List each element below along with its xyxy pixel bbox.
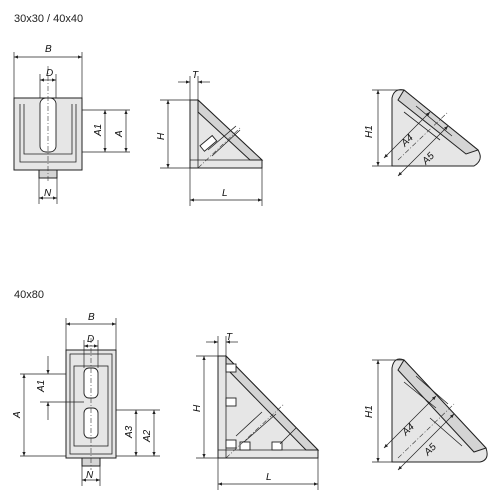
label-H: H bbox=[156, 132, 167, 140]
label-D: D bbox=[46, 68, 53, 79]
label-D-large: D bbox=[87, 334, 94, 345]
label-L: L bbox=[222, 188, 228, 199]
side-view-large bbox=[196, 336, 320, 490]
label-A3-large: A3 bbox=[124, 425, 135, 439]
label-N-large: N bbox=[86, 470, 94, 481]
label-A1-large: A1 bbox=[36, 380, 47, 393]
front-view-small bbox=[13, 52, 130, 204]
label-T: T bbox=[192, 70, 199, 81]
section-heading-30x30-40x40: 30x30 / 40x40 bbox=[14, 13, 84, 25]
label-B-large: B bbox=[88, 312, 95, 323]
label-H1: H1 bbox=[364, 125, 375, 138]
front-view-large bbox=[20, 318, 160, 486]
side-view-small bbox=[160, 76, 264, 206]
label-L-large: L bbox=[266, 472, 272, 483]
label-A: A bbox=[114, 130, 125, 138]
section-heading-40x80: 40x80 bbox=[14, 289, 44, 301]
label-T-large: T bbox=[226, 332, 233, 343]
label-A2-large: A2 bbox=[142, 429, 153, 443]
label-H1-large: H1 bbox=[364, 405, 375, 418]
iso-view-small bbox=[372, 89, 481, 177]
iso-view-large bbox=[372, 358, 488, 471]
label-N: N bbox=[44, 188, 52, 199]
label-A1: A1 bbox=[93, 124, 104, 137]
label-H-large: H bbox=[192, 404, 203, 412]
label-B: B bbox=[45, 44, 52, 55]
label-A-large: A bbox=[12, 411, 23, 419]
